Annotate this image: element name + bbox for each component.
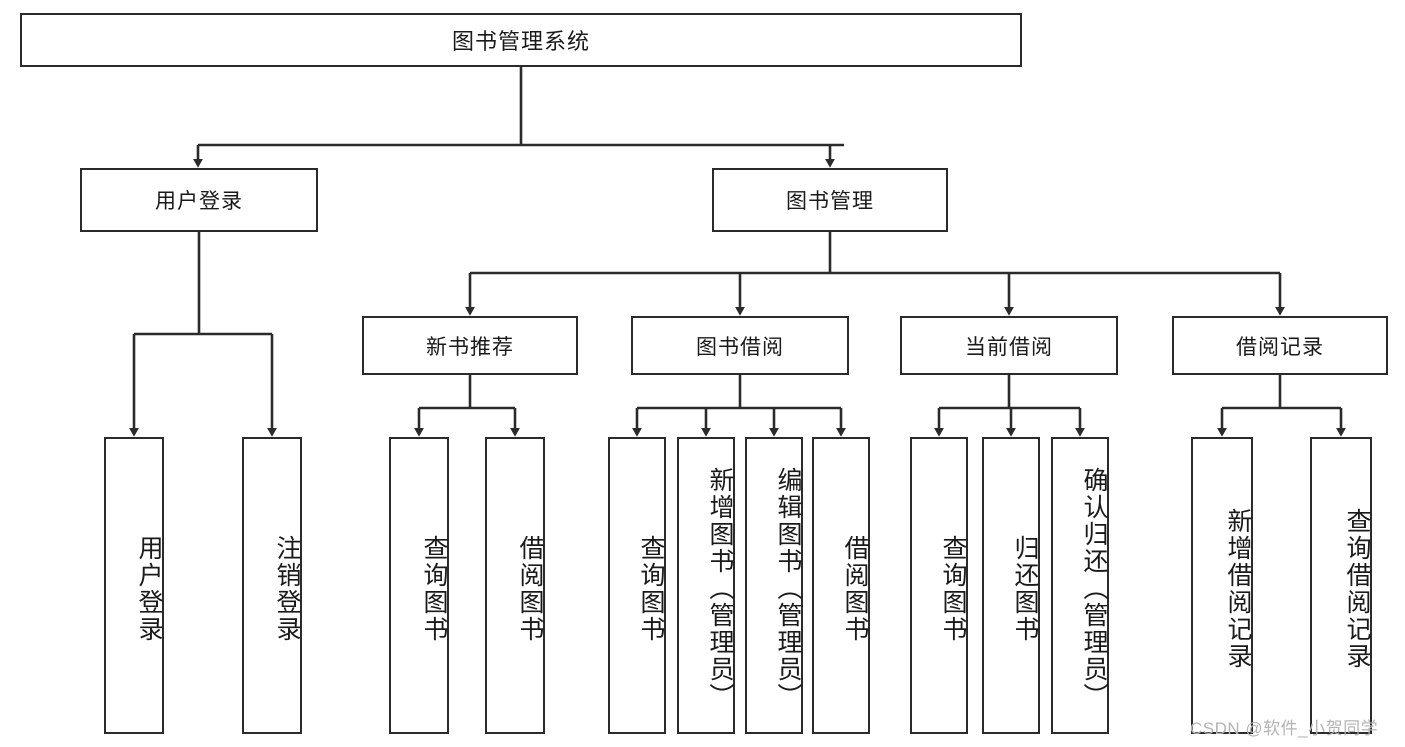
leaf-borrow-query-book[interactable]: 查询图书 <box>608 437 666 734</box>
node-current-borrow[interactable]: 当前借阅 <box>900 316 1118 375</box>
node-book-manage[interactable]: 图书管理 <box>712 168 948 232</box>
leaf-user-login[interactable]: 用户登录 <box>104 437 164 734</box>
leaf-current-confirm-return[interactable]: 确认归还（管理员） <box>1051 437 1109 734</box>
leaf-borrow-add-book[interactable]: 新增图书（管理员） <box>677 437 735 734</box>
leaf-user-logout[interactable]: 注销登录 <box>242 437 302 734</box>
leaf-recommend-query-book[interactable]: 查询图书 <box>389 437 449 734</box>
leaf-current-query-book[interactable]: 查询图书 <box>910 437 968 734</box>
node-new-book-recommend[interactable]: 新书推荐 <box>362 316 578 375</box>
leaf-record-query-record[interactable]: 查询借阅记录 <box>1310 437 1372 734</box>
leaf-record-add-record[interactable]: 新增借阅记录 <box>1191 437 1253 734</box>
leaf-current-return-book[interactable]: 归还图书 <box>982 437 1040 734</box>
node-borrow-record[interactable]: 借阅记录 <box>1172 316 1388 375</box>
watermark: CSDN @软件_小贺同学 <box>1190 719 1379 738</box>
leaf-recommend-borrow-book[interactable]: 借阅图书 <box>485 437 545 734</box>
leaf-borrow-edit-book[interactable]: 编辑图书（管理员） <box>745 437 803 734</box>
leaf-borrow-borrow-book[interactable]: 借阅图书 <box>812 437 870 734</box>
node-book-borrow[interactable]: 图书借阅 <box>631 316 849 375</box>
node-user-login[interactable]: 用户登录 <box>80 168 318 232</box>
node-root[interactable]: 图书管理系统 <box>20 13 1022 67</box>
